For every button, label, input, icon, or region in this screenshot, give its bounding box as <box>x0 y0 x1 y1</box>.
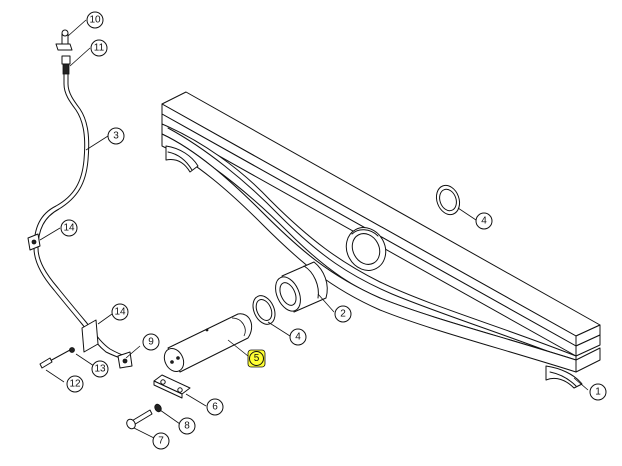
retainer-plate <box>153 374 191 399</box>
callout-8-label: 8 <box>184 421 190 432</box>
callout-9-label: 9 <box>148 337 154 348</box>
callout-2: 2 <box>334 305 352 323</box>
bolt <box>126 409 153 430</box>
callout-7: 7 <box>152 432 170 450</box>
callout-14-lower: 14 <box>111 303 129 321</box>
callout-14-upper-label: 14 <box>63 223 75 234</box>
callout-3-label: 3 <box>113 131 119 142</box>
callout-1: 1 <box>589 383 607 401</box>
callout-5-highlighted: 5 <box>247 349 266 368</box>
thrust-washer-right <box>435 184 461 216</box>
callout-11-label: 11 <box>94 43 105 54</box>
bushing <box>275 261 328 313</box>
callout-2-label: 2 <box>340 309 346 320</box>
callout-6: 6 <box>206 398 224 416</box>
callout-6-label: 6 <box>212 402 218 413</box>
callout-5-label: 5 <box>254 353 260 364</box>
cross-tube <box>163 313 253 373</box>
callout-12-label: 12 <box>69 379 81 390</box>
lock-washer <box>154 403 162 413</box>
callout-4-left: 4 <box>289 328 307 346</box>
leader-lines <box>39 19 589 439</box>
callout-13: 13 <box>91 360 109 378</box>
lube-line <box>27 29 133 369</box>
callout-4-right: 4 <box>475 212 493 230</box>
callout-4-left-label: 4 <box>295 332 301 343</box>
callout-3: 3 <box>107 127 125 145</box>
callout-10: 10 <box>86 11 104 29</box>
callout-14-lower-label: 14 <box>114 307 126 318</box>
callout-12: 12 <box>66 375 84 393</box>
callout-4-right-label: 4 <box>481 216 487 227</box>
callout-10-label: 10 <box>89 15 101 26</box>
callout-7-label: 7 <box>158 436 164 447</box>
callout-1-label: 1 <box>595 387 601 398</box>
thrust-washer-left <box>252 295 276 325</box>
equalizer-beam <box>161 91 601 389</box>
callout-14-upper: 14 <box>60 219 78 237</box>
callout-8: 8 <box>178 417 196 435</box>
callout-13-label: 13 <box>94 364 106 375</box>
callout-9: 9 <box>142 333 160 351</box>
callout-11: 11 <box>90 39 108 57</box>
